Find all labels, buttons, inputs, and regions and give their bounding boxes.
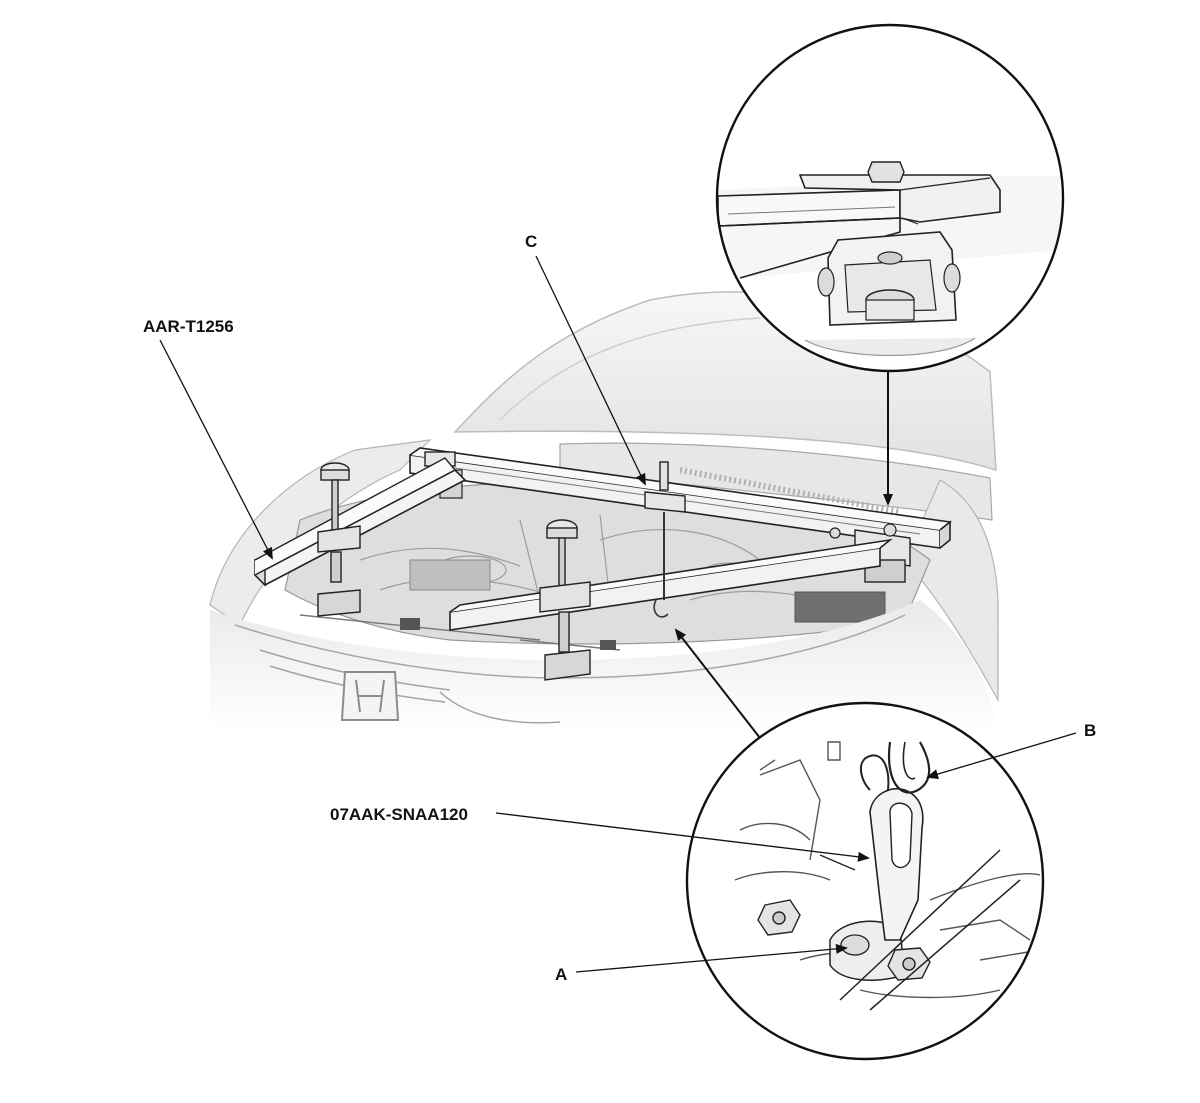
center-adjuster	[539, 519, 591, 681]
leader-b	[926, 732, 1077, 779]
inset-hanger-detail	[685, 701, 1045, 1061]
inset-bracket-detail	[715, 23, 1065, 373]
leader-aar-t1256	[159, 339, 273, 560]
leader-lines	[159, 255, 1077, 973]
leader-c	[535, 255, 646, 486]
arrow-bottom-inset-to-hanger	[674, 628, 761, 739]
label-07aak-snaa120: 07AAK-SNAA120	[330, 805, 468, 824]
hook-bolt-c	[644, 461, 686, 618]
leader-a	[575, 943, 848, 973]
inset-connector-arrows	[674, 372, 893, 739]
honda-emblem	[340, 671, 400, 721]
hook-b	[887, 741, 931, 794]
label-aar-t1256: AAR-T1256	[143, 317, 234, 336]
label-c: C	[525, 232, 538, 251]
left-adjuster	[317, 462, 361, 617]
label-b: B	[1084, 721, 1097, 740]
engine-support-fixture	[253, 447, 952, 681]
leader-07aak-snaa120	[495, 812, 870, 862]
label-a: A	[555, 965, 568, 984]
